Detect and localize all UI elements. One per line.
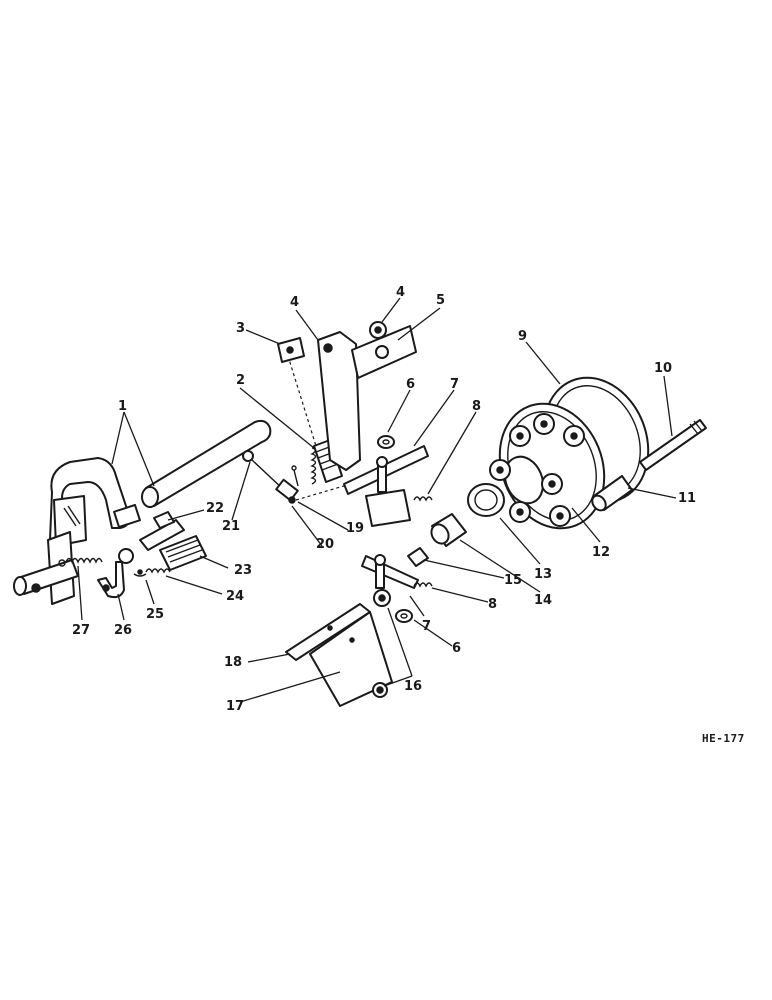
bushing-4 (369, 321, 387, 339)
spring-2 (310, 439, 343, 485)
callout-2: 2 (236, 373, 245, 388)
callout-4-right: 4 (396, 285, 405, 300)
leader-lines (77, 297, 677, 703)
callout-19: 19 (346, 521, 364, 536)
rod-end-21 (242, 450, 285, 491)
pin-19 (291, 465, 299, 487)
bushing-15 (407, 547, 429, 567)
callout-26: 26 (114, 623, 132, 638)
lower-bracket (285, 603, 393, 707)
callout-18: 18 (224, 655, 242, 670)
upright-bracket (317, 325, 417, 471)
callout-5: 5 (436, 293, 445, 308)
callout-labels: 1 2 3 4 4 5 6 7 8 9 10 11 12 13 14 15 8 … (72, 285, 696, 714)
turnbuckle-20 (275, 478, 299, 504)
arm-7-upper (343, 445, 429, 527)
callout-11: 11 (678, 491, 696, 506)
callout-13: 13 (534, 567, 552, 582)
pedal-lever-assembly (13, 419, 272, 605)
cap-13 (467, 483, 505, 517)
callout-6-lower: 6 (452, 641, 461, 656)
callout-3: 3 (236, 321, 245, 336)
clutch-assembly (489, 376, 650, 530)
callout-8-upper: 8 (472, 399, 481, 414)
callout-15: 15 (504, 573, 522, 588)
sleeve-11 (591, 475, 633, 512)
callout-9: 9 (518, 329, 527, 344)
callout-25: 25 (146, 607, 164, 622)
callout-7-lower: 7 (422, 619, 431, 634)
callout-8-lower: 8 (488, 597, 497, 612)
callout-22: 22 (206, 501, 224, 516)
washer-6-upper (377, 435, 395, 449)
arm-7-lower (361, 554, 419, 589)
spring-27 (58, 557, 103, 567)
reference-code: HE-177 (702, 732, 745, 745)
callout-4-left: 4 (290, 295, 299, 310)
callout-21: 21 (222, 519, 240, 534)
pedal-pad-23 (159, 535, 207, 571)
callout-6-upper: 6 (406, 377, 415, 392)
callout-1: 1 (118, 399, 127, 414)
callout-12: 12 (592, 545, 610, 560)
hub-14 (430, 513, 467, 547)
lever-with-ball-26 (97, 548, 134, 599)
spring-8-lower (413, 582, 433, 588)
spring-24 (145, 568, 171, 574)
link-25 (133, 569, 147, 577)
bushing-16 (373, 589, 391, 607)
callout-16: 16 (404, 679, 422, 694)
callout-27: 27 (72, 623, 90, 638)
callout-17: 17 (226, 699, 244, 714)
callout-7-upper: 7 (450, 377, 459, 392)
spring-8-upper (413, 496, 433, 502)
rod-10 (639, 419, 707, 471)
washer-6-lower (395, 609, 413, 623)
callout-20: 20 (316, 537, 334, 552)
callout-24: 24 (226, 589, 244, 604)
plate-22 (139, 511, 185, 551)
callout-14: 14 (534, 593, 552, 608)
plate-3 (277, 337, 305, 363)
callout-23: 23 (234, 563, 252, 578)
callout-10: 10 (654, 361, 672, 376)
